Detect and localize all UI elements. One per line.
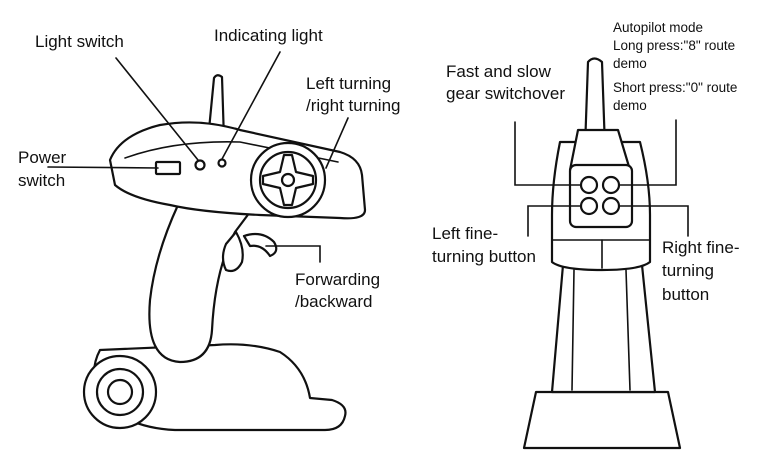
label-left-fine-line2: turning button <box>432 247 536 266</box>
label-autopilot-line1: Autopilot mode <box>613 20 704 35</box>
side-leader-lines <box>47 51 349 263</box>
leader-forwarding <box>265 245 321 263</box>
label-light-switch: Light switch <box>35 32 124 51</box>
indicating-light-shape <box>217 158 227 168</box>
label-autopilot-line2: Long press:"8" route <box>613 38 736 53</box>
main-body <box>108 121 367 220</box>
label-left-fine-line1: Left fine- <box>432 224 499 243</box>
trigger <box>221 230 244 273</box>
label-right-fine-line1: Right fine- <box>662 238 740 257</box>
grip <box>148 203 252 364</box>
base-wheel-inner <box>106 378 134 406</box>
leader-fast-slow <box>514 121 582 186</box>
leader-autopilot <box>618 119 677 186</box>
light-switch-shape <box>194 159 206 171</box>
steering-wheel-hub <box>280 172 296 188</box>
leader-left-turning <box>325 117 349 169</box>
button-bottom-right <box>601 196 621 216</box>
top-ridge <box>124 141 339 163</box>
leader-power-switch <box>47 166 159 169</box>
label-power-switch-line1: Power <box>18 148 67 167</box>
leader-light-switch <box>115 57 199 161</box>
label-indicating-light: Indicating light <box>214 26 323 45</box>
label-left-turning-line1: Left turning <box>306 74 392 93</box>
front-grip-line-left <box>571 269 575 391</box>
front-grip-line-right <box>625 269 631 391</box>
power-switch-shape <box>154 160 182 176</box>
label-autopilot-line5: demo <box>613 98 647 113</box>
front-leader-lines <box>514 119 689 237</box>
label-fast-slow-line1: Fast and slow <box>446 62 551 81</box>
label-right-fine-line2: turning <box>662 261 714 280</box>
label-forwarding-line2: /backward <box>295 292 373 311</box>
button-panel <box>568 163 634 229</box>
label-autopilot-line4: Short press:"0" route <box>613 80 738 95</box>
label-power-switch-line2: switch <box>18 171 66 190</box>
antenna-front <box>583 57 607 150</box>
button-top-right <box>601 175 621 195</box>
leader-left-fine <box>527 205 582 237</box>
label-right-fine-line3: button <box>662 285 710 304</box>
leader-right-fine <box>618 205 689 237</box>
label-fast-slow-line2: gear switchover <box>446 84 566 103</box>
label-left-turning-line2: /right turning <box>306 96 401 115</box>
leader-indicating-light <box>221 51 281 160</box>
label-forwarding-line1: Forwarding <box>295 270 381 289</box>
label-autopilot-line3: demo <box>613 56 647 71</box>
front-grip <box>550 263 657 394</box>
button-bottom-left <box>579 196 599 216</box>
side-view-controller <box>82 74 367 432</box>
trigger-guard <box>242 232 278 258</box>
front-view-controller <box>522 57 682 450</box>
front-base <box>522 390 682 450</box>
button-top-left <box>579 175 599 195</box>
